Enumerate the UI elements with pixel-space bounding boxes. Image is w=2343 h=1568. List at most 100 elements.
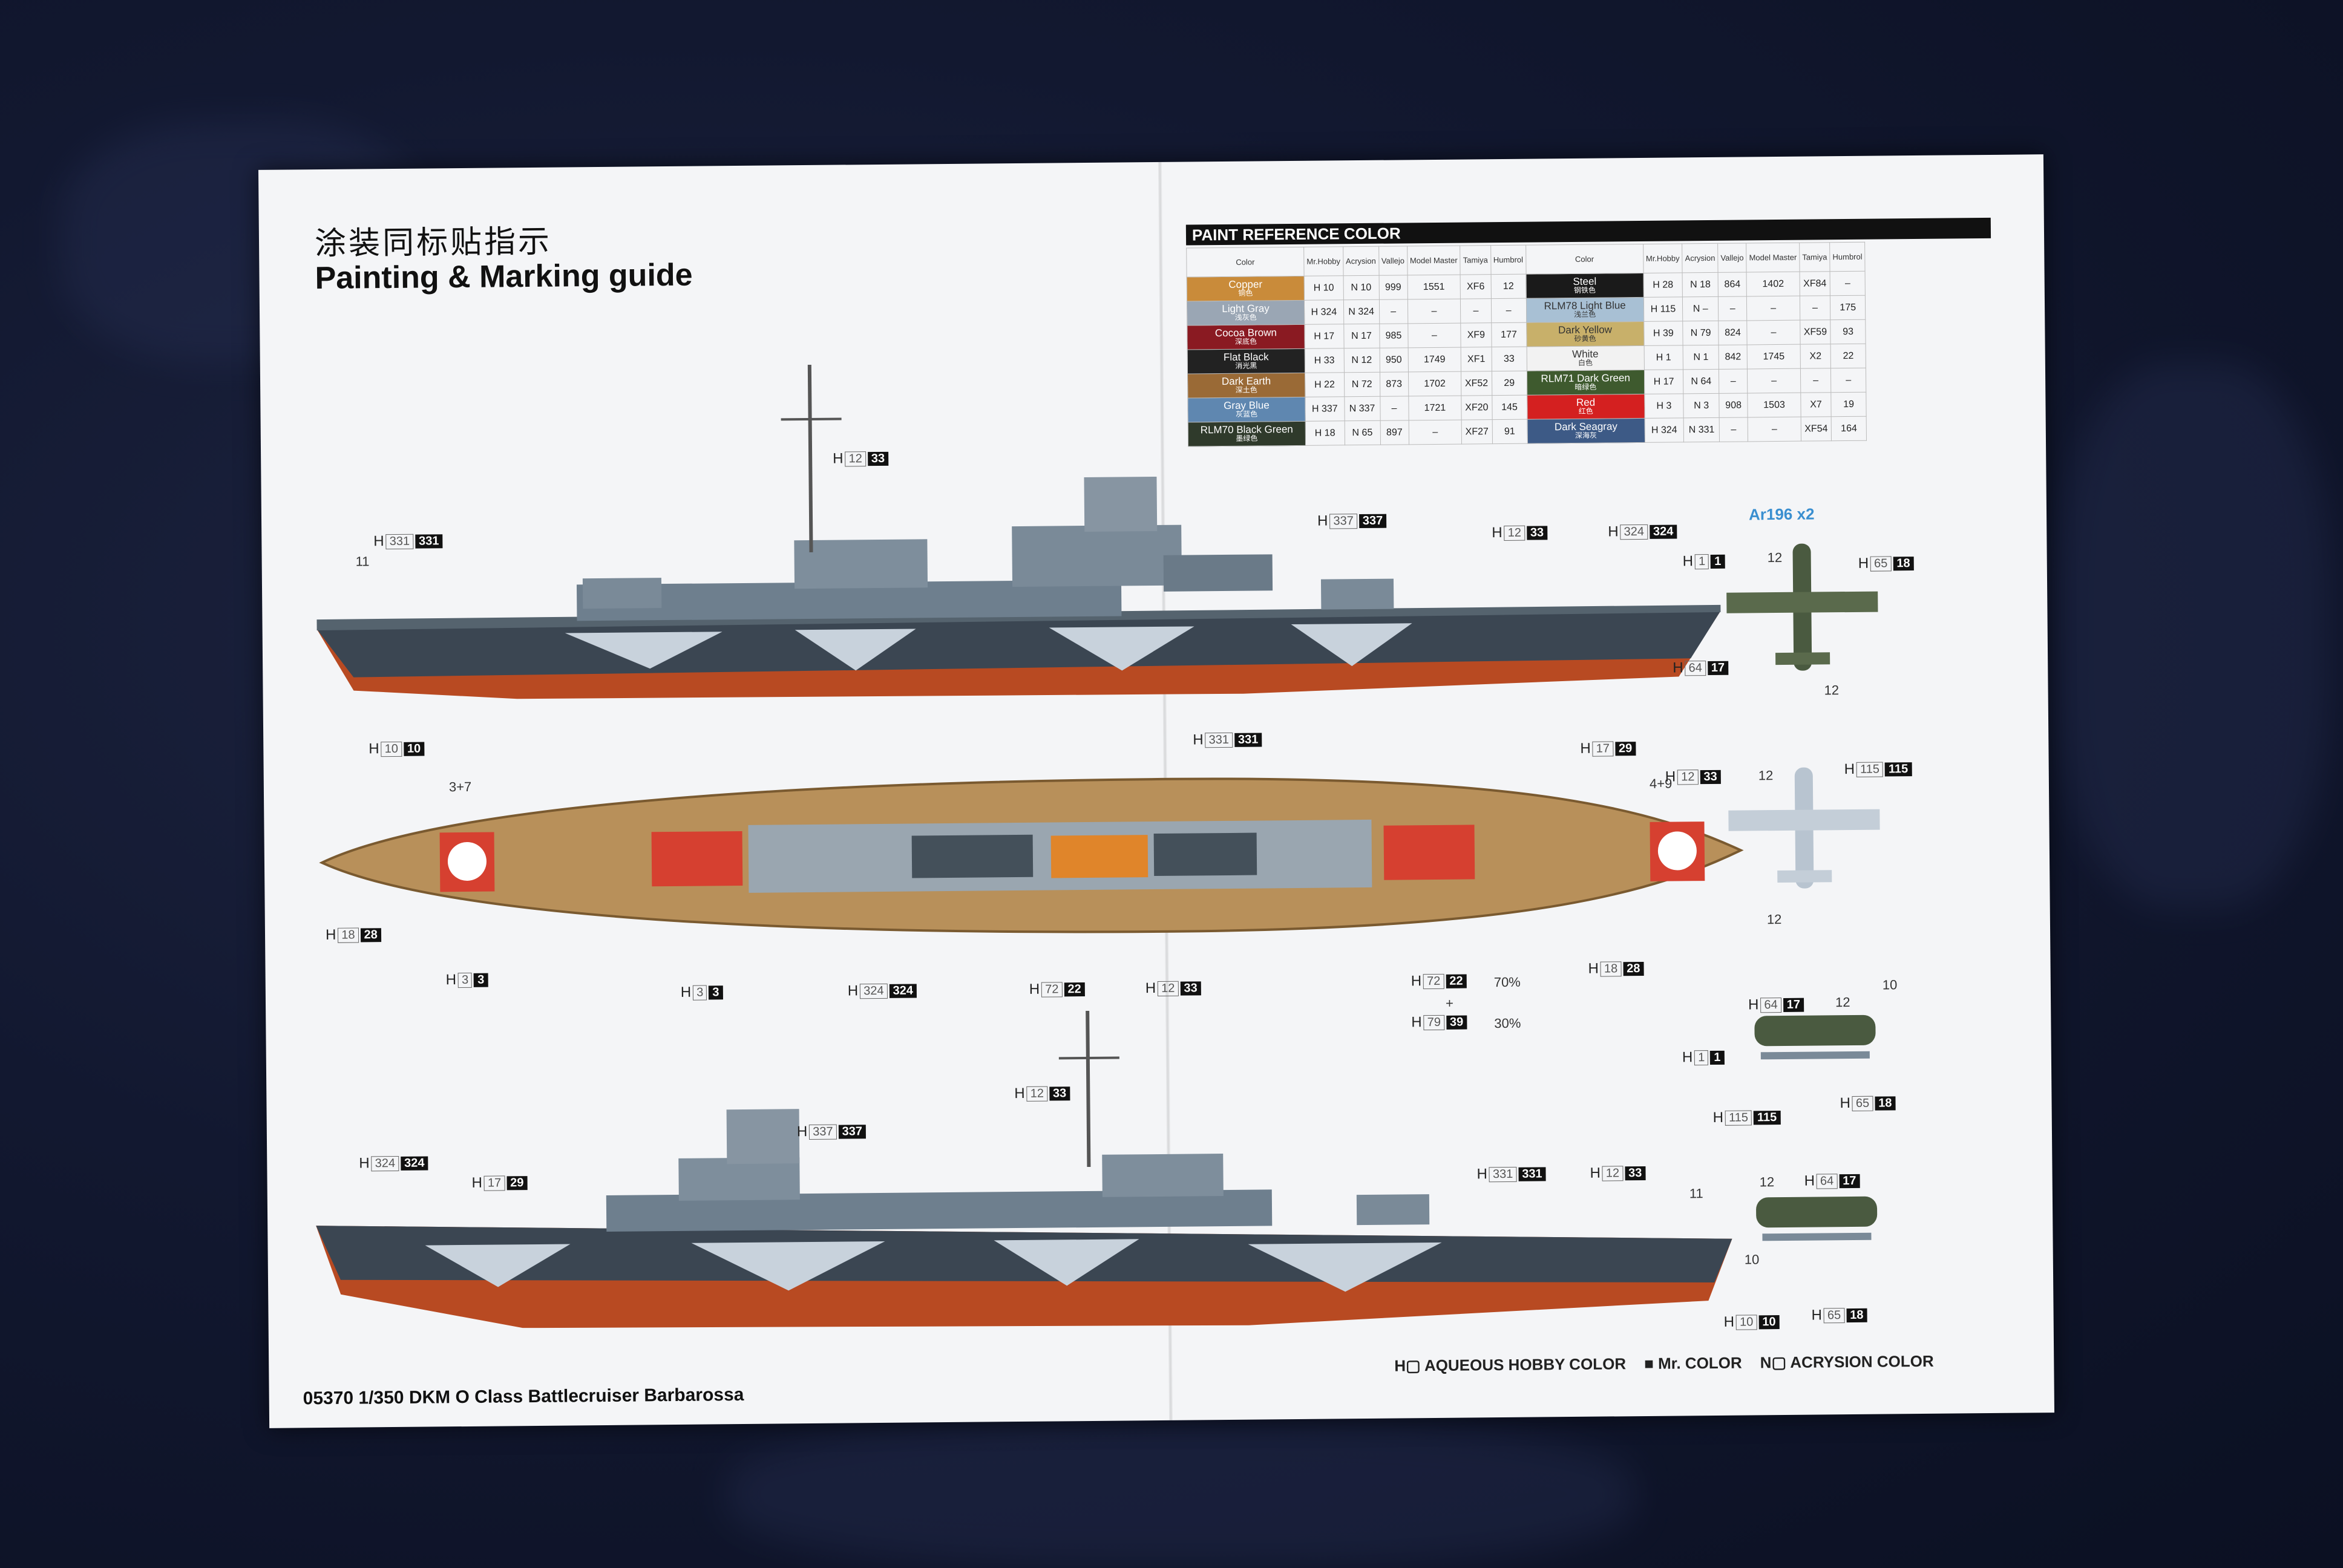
callout-mr-code: 115 <box>1753 1110 1781 1125</box>
callout-hobby-code: 324 <box>371 1155 399 1171</box>
callout-hobby-code: 18 <box>338 927 359 943</box>
decal-number: 12 <box>1767 549 1783 566</box>
callout-prefix: H <box>1844 760 1855 778</box>
instruction-sheet: 涂装同标贴指示 Painting & Marking guide PAINT R… <box>258 154 2055 1428</box>
callout-hobby-code: 331 <box>1489 1166 1517 1182</box>
callout-mr-code: 324 <box>400 1156 428 1171</box>
callout-prefix: H <box>1029 981 1040 998</box>
callout-prefix: H <box>1193 731 1204 748</box>
callout-hobby-code: 12 <box>1504 525 1525 541</box>
decal-number: 12 <box>1824 682 1840 698</box>
callout-hobby-code: 12 <box>1158 981 1179 996</box>
decal-number: 70% <box>1493 974 1521 990</box>
callout-prefix: H <box>1811 1307 1823 1324</box>
decal-number: 12 <box>1759 1174 1775 1190</box>
callout-prefix: H <box>373 533 384 550</box>
callout-hobby-code: 12 <box>1602 1165 1624 1181</box>
callout-prefix: H <box>359 1155 370 1172</box>
callout-prefix: H <box>1840 1095 1851 1112</box>
callout-prefix: H <box>1673 659 1683 676</box>
decal-number: 12 <box>1835 995 1850 1010</box>
callout-hobby-code: 3 <box>693 984 707 1001</box>
callout-hobby-code: 65 <box>1852 1096 1873 1111</box>
callout-prefix: H <box>1580 740 1591 757</box>
decal-number: 10 <box>1882 977 1898 993</box>
callout-hobby-code: 337 <box>1329 513 1357 529</box>
aircraft-drawings <box>1726 543 1880 1241</box>
callout-mr-code: 115 <box>1884 762 1912 776</box>
callout-prefix: H <box>445 972 457 988</box>
callout-hobby-code: 64 <box>1816 1173 1838 1189</box>
ship-drawings <box>316 364 1880 1328</box>
callout-mr-code: 331 <box>1518 1166 1546 1181</box>
decal-number: + <box>1445 995 1454 1011</box>
callout-mr-code: 1 <box>1711 554 1725 569</box>
callout-prefix: H <box>1317 512 1328 529</box>
callout-hobby-code: 64 <box>1685 660 1706 676</box>
callout-hobby-code: 3 <box>457 972 473 988</box>
callout-mr-code: 3 <box>474 973 488 987</box>
callout-mr-code: 10 <box>1758 1315 1780 1329</box>
callout-hobby-code: 64 <box>1760 997 1781 1013</box>
callout-hobby-code: 115 <box>1856 762 1884 777</box>
callout-prefix: H <box>1723 1313 1735 1330</box>
legend-aqueous: H▢ AQUEOUS HOBBY COLOR <box>1394 1354 1627 1375</box>
callout-hobby-code: 10 <box>381 741 402 757</box>
legend-mr-color: ■ Mr. COLOR <box>1643 1353 1742 1373</box>
callout-hobby-code: 18 <box>1600 961 1622 977</box>
callout-mr-code: 29 <box>1614 741 1636 756</box>
decal-number: 11 <box>1689 1186 1703 1201</box>
callout-prefix: H <box>1590 1165 1601 1181</box>
callout-mr-code: 33 <box>1180 981 1201 996</box>
fabric-fold <box>2057 363 2330 907</box>
callout-hobby-code: 324 <box>1620 524 1648 540</box>
callout-prefix: H <box>1712 1109 1724 1126</box>
decal-number: 10 <box>1744 1252 1760 1267</box>
decal-number: 3+7 <box>448 779 472 795</box>
callout-hobby-code: 65 <box>1870 555 1892 572</box>
callout-mr-code: 1 <box>1710 1050 1725 1065</box>
decal-number: 12 <box>1766 911 1782 927</box>
callout-mr-code: 324 <box>1649 524 1677 539</box>
callout-mr-code: 18 <box>1875 1096 1896 1111</box>
callout-hobby-code: 65 <box>1823 1307 1845 1323</box>
decal-number: 11 <box>355 554 370 569</box>
decal-number: 4+9 <box>1649 776 1673 791</box>
callout-mr-code: 33 <box>1700 769 1721 784</box>
callout-hobby-code: 17 <box>1592 740 1614 757</box>
callout-prefix: H <box>1014 1085 1025 1102</box>
callout-mr-code: 33 <box>1049 1086 1070 1101</box>
callout-mr-code: 17 <box>1839 1174 1860 1188</box>
callout-mr-code: 39 <box>1446 1015 1467 1030</box>
callout-hobby-code: 331 <box>385 534 414 549</box>
callout-mr-code: 28 <box>360 927 381 942</box>
callout-prefix: H <box>796 1123 808 1140</box>
callout-prefix: H <box>1145 980 1156 997</box>
ship-deck-view <box>319 777 1744 933</box>
callout-prefix: H <box>680 984 692 1001</box>
callout-mr-code: 28 <box>1623 961 1644 976</box>
